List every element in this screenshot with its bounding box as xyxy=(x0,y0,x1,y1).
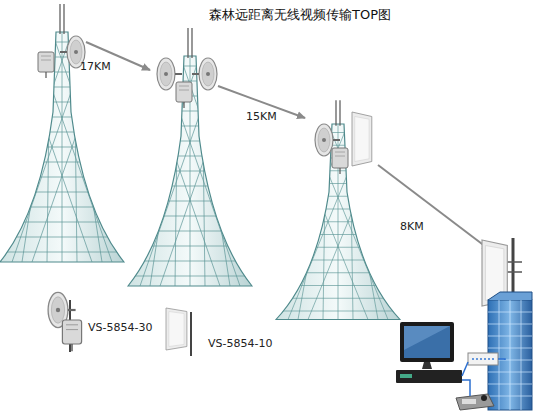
device-figure xyxy=(190,312,192,356)
switch xyxy=(468,353,498,365)
cable xyxy=(462,380,470,396)
distance-label: 17KM xyxy=(80,60,111,73)
building xyxy=(512,238,515,300)
building xyxy=(506,262,522,272)
dvr xyxy=(396,370,462,383)
cable xyxy=(462,362,468,376)
keyboard-controller xyxy=(456,394,494,410)
model-label: VS-5854-30 xyxy=(88,321,152,334)
switch xyxy=(472,358,494,360)
device-figure xyxy=(166,308,191,356)
tower xyxy=(0,4,132,262)
keyboard-controller xyxy=(456,394,494,410)
tower xyxy=(0,4,132,262)
building xyxy=(488,292,532,300)
keyboard-controller xyxy=(481,395,487,401)
keyboard-controller xyxy=(462,399,476,404)
building xyxy=(499,300,521,410)
dvr xyxy=(400,374,412,378)
diagram-title: 森林远距离无线视频传输TOP图 xyxy=(209,7,391,23)
tower xyxy=(176,82,192,108)
cable xyxy=(462,359,505,396)
monitor xyxy=(404,326,450,358)
monitor xyxy=(400,322,454,362)
tower xyxy=(192,58,217,90)
distance-label: 8KM xyxy=(400,220,424,233)
tower xyxy=(352,112,372,166)
monitor xyxy=(422,362,432,369)
tower xyxy=(268,100,408,319)
dvr xyxy=(396,370,462,383)
device-figure xyxy=(62,320,81,351)
link-arrow xyxy=(86,42,490,250)
cable xyxy=(498,359,505,360)
link-arrow xyxy=(378,165,490,250)
device-figure xyxy=(166,308,187,350)
tower xyxy=(38,52,54,78)
device-figure xyxy=(48,292,82,352)
monitor xyxy=(404,326,450,350)
tower xyxy=(268,100,408,319)
tower xyxy=(332,148,348,174)
distance-label: 15KM xyxy=(246,110,277,123)
model-label: VS-5854-10 xyxy=(208,337,272,350)
switch xyxy=(468,353,498,365)
building xyxy=(482,238,532,410)
monitor xyxy=(400,322,454,369)
